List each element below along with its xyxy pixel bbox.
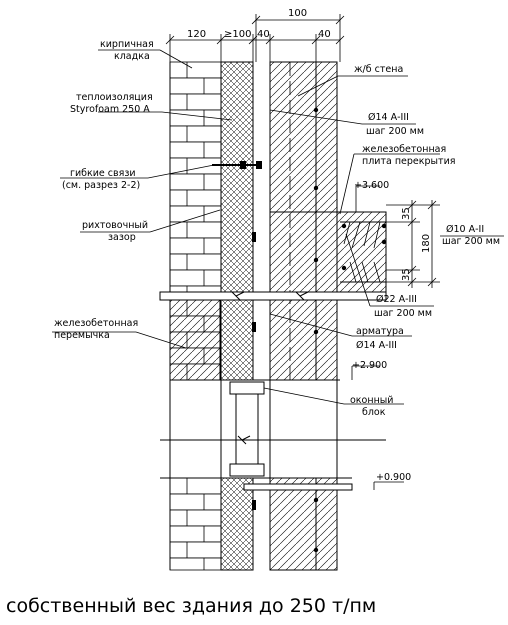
brick-course [169, 557, 222, 571]
label-rebar14-2: шаг 200 мм [366, 126, 424, 137]
brick-course [169, 253, 222, 271]
rc-wall [269, 61, 338, 571]
label-rebar22-1: Ø22 А-III [376, 294, 417, 305]
level-bottom: +0.900 [376, 472, 411, 483]
brick-course [169, 141, 222, 159]
label-brick-cladding-1: кирпичная [100, 39, 154, 50]
brick-course [169, 477, 222, 495]
brick-course [169, 285, 222, 293]
brick-course [169, 493, 222, 511]
dim-layer-b: 40 [318, 29, 331, 40]
brick-course [169, 541, 222, 559]
wall-section-drawing: 120 ≥100 40 40 100 35 180 35 кирпичная к… [52, 8, 504, 571]
label-window-2: блок [362, 407, 386, 418]
brick-course [169, 221, 222, 239]
label-lintel-1: железобетонная [54, 318, 138, 329]
dim-slab-top: 35 [401, 207, 412, 220]
level-middle: +2.900 [352, 360, 387, 371]
brick-course [169, 509, 222, 527]
brick-course [169, 237, 222, 255]
label-flex-ties-2: (см. разрез 2-2) [62, 180, 140, 191]
label-slab-2: плита перекрытия [362, 156, 455, 167]
brick-course [169, 93, 222, 111]
slab-dimensions [386, 200, 440, 288]
brick-course [169, 61, 222, 79]
dim-gap: ≥100 [224, 29, 251, 40]
label-brick-cladding-2: кладка [114, 51, 150, 62]
flexible-ties [212, 161, 262, 510]
label-rebar10-2: шаг 200 мм [442, 236, 500, 247]
label-lintel-2: перемычка [54, 330, 110, 341]
label-rebar14-1: Ø14 А-III [368, 112, 409, 123]
label-insulation-2: Styrofoam 250 A [70, 104, 150, 115]
label-window-1: оконный [350, 395, 393, 406]
label-armature-2: Ø14 А-III [356, 340, 397, 351]
window-block [160, 379, 386, 491]
brick-course [169, 205, 222, 223]
dim-slab-bottom: 35 [401, 268, 412, 281]
dim-overall: 100 [288, 8, 307, 19]
level-top: +3.600 [354, 180, 389, 191]
brick-course [169, 173, 222, 191]
dim-brick: 120 [187, 29, 206, 40]
dim-slab-total: 180 [421, 234, 432, 253]
brick-course [169, 189, 222, 207]
rebar-dots [313, 107, 387, 553]
label-armature-1: арматура [356, 326, 404, 337]
label-rc-wall: ж/б стена [354, 64, 403, 75]
label-leveling-gap-2: зазор [108, 232, 136, 243]
label-insulation-1: теплоизоляция [76, 92, 153, 103]
brick-course [169, 77, 222, 95]
brick-course [169, 269, 222, 287]
label-rebar22-2: шаг 200 мм [374, 308, 432, 319]
floor-slab [269, 211, 387, 293]
caption: собственный вес здания до 250 т/пм [6, 595, 377, 617]
label-rebar10-1: Ø10 А-II [446, 224, 484, 235]
brick-course [169, 125, 222, 143]
brick-course [169, 525, 222, 543]
label-slab-1: железобетонная [362, 144, 446, 155]
leader-lines [52, 49, 504, 490]
label-leveling-gap-1: рихтовочный [82, 220, 148, 231]
lintel-and-break [159, 291, 387, 381]
insulation-layer [220, 61, 254, 571]
top-dimensions [165, 14, 345, 62]
dim-layer-a: 40 [257, 29, 270, 40]
label-flex-ties-1: гибкие связи [70, 168, 136, 179]
